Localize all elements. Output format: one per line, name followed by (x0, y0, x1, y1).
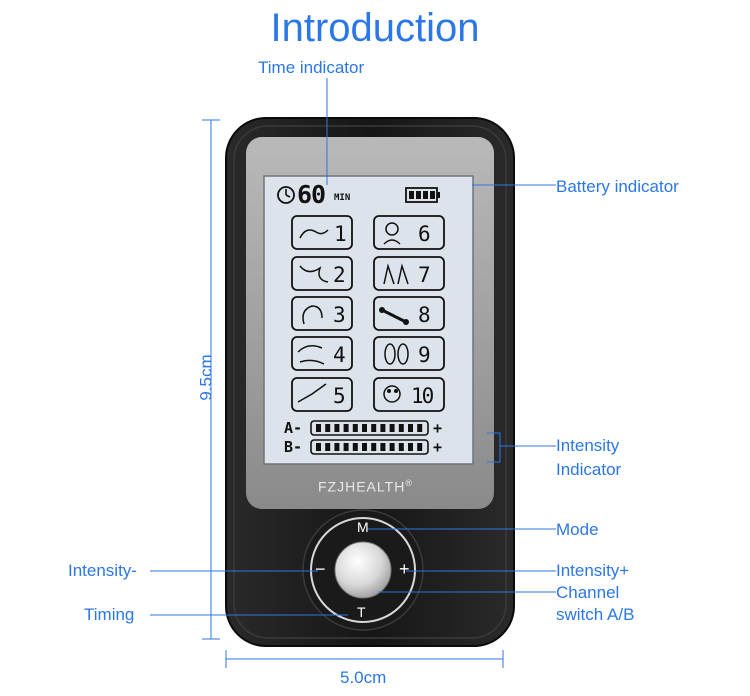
program-box-7 (373, 256, 445, 291)
label-intensity-minus: Intensity- (68, 561, 137, 580)
intensity-minus-button[interactable]: − (315, 559, 326, 579)
brand-name: FZJHEALTH (318, 478, 406, 495)
intensity-segment (343, 443, 349, 451)
intensity-segment (362, 443, 367, 451)
channel-switch-button[interactable] (334, 541, 392, 599)
intensity-segment (371, 443, 377, 451)
timing-button[interactable]: T (357, 604, 366, 620)
program-number-8: 8 (418, 303, 431, 327)
program-number-1: 1 (334, 222, 347, 246)
intensity-bar-a (310, 420, 429, 436)
program-number-7: 7 (418, 263, 431, 287)
intensity-segment (408, 443, 413, 451)
intensity-segment (334, 424, 340, 432)
intensity-segment (371, 424, 377, 432)
intensity-segment (417, 443, 423, 451)
program-box-5 (291, 377, 353, 412)
dimension-width: 5.0cm (340, 668, 387, 687)
program-box-1 (291, 215, 353, 250)
program-box-4 (291, 336, 353, 371)
label-mode: Mode (556, 520, 599, 539)
intensity-segment (389, 424, 395, 432)
timer-unit: MIN (334, 193, 351, 203)
battery-icon (405, 187, 440, 203)
intensity-segment (389, 443, 395, 451)
channel-b-plus: + (433, 438, 443, 456)
intensity-segment (343, 424, 349, 432)
control-dial (302, 509, 424, 631)
intensity-segment (352, 424, 358, 432)
program-number-10: 10 (411, 384, 434, 408)
channel-b-label: B- (284, 438, 303, 456)
label-time-indicator: Time indicator (258, 58, 365, 77)
intensity-plus-button[interactable]: + (399, 559, 410, 579)
intensity-segment (316, 424, 321, 432)
program-box-2 (291, 256, 353, 291)
intensity-segment (380, 424, 386, 432)
program-number-5: 5 (333, 384, 346, 408)
intensity-segment (398, 424, 404, 432)
label-channel-switch-line1: Channel (556, 583, 620, 602)
program-box-6 (373, 215, 445, 250)
program-number-9: 9 (418, 343, 431, 367)
intensity-segment (316, 443, 321, 451)
program-number-4: 4 (333, 343, 346, 367)
device-inner-frame (233, 125, 507, 639)
intensity-segments-b (316, 443, 423, 451)
intensity-segment (352, 443, 358, 451)
program-box-8 (373, 296, 445, 331)
label-battery-indicator: Battery indicator (556, 177, 679, 196)
intensity-segment (362, 424, 367, 432)
channel-a-plus: + (433, 419, 443, 437)
registered-mark: ® (405, 478, 413, 488)
intensity-segment (398, 443, 404, 451)
program-number-2: 2 (333, 263, 346, 287)
intensity-segments-a (316, 424, 423, 432)
dimension-height: 9.5cm (196, 354, 216, 401)
intensity-segment (325, 443, 331, 451)
channel-a-label: A- (284, 419, 303, 437)
program-box-3 (291, 296, 353, 331)
program-box-10 (373, 377, 445, 412)
program-number-6: 6 (418, 222, 431, 246)
program-box-9 (373, 336, 445, 371)
intensity-segment (334, 443, 340, 451)
label-channel-switch-line2: switch A/B (556, 605, 635, 624)
brand-logo: FZJHEALTH® (318, 478, 413, 495)
annotation-lines (150, 78, 556, 668)
timer-value: 60 (297, 180, 326, 209)
intensity-segment (380, 443, 386, 451)
intensity-segment (408, 424, 413, 432)
label-timing: Timing (84, 605, 135, 624)
intensity-segment (417, 424, 423, 432)
clock-icon (277, 186, 295, 204)
page-title: Introduction (270, 6, 480, 50)
program-number-3: 3 (333, 303, 346, 327)
label-intensity-indicator-line2: Indicator (556, 460, 622, 479)
intensity-bar-b (310, 439, 429, 455)
label-intensity-indicator-line1: Intensity (556, 436, 620, 455)
label-intensity-plus: Intensity+ (556, 561, 630, 580)
mode-button[interactable]: M (357, 519, 369, 535)
lcd-screen (263, 175, 474, 465)
intensity-segment (325, 424, 331, 432)
